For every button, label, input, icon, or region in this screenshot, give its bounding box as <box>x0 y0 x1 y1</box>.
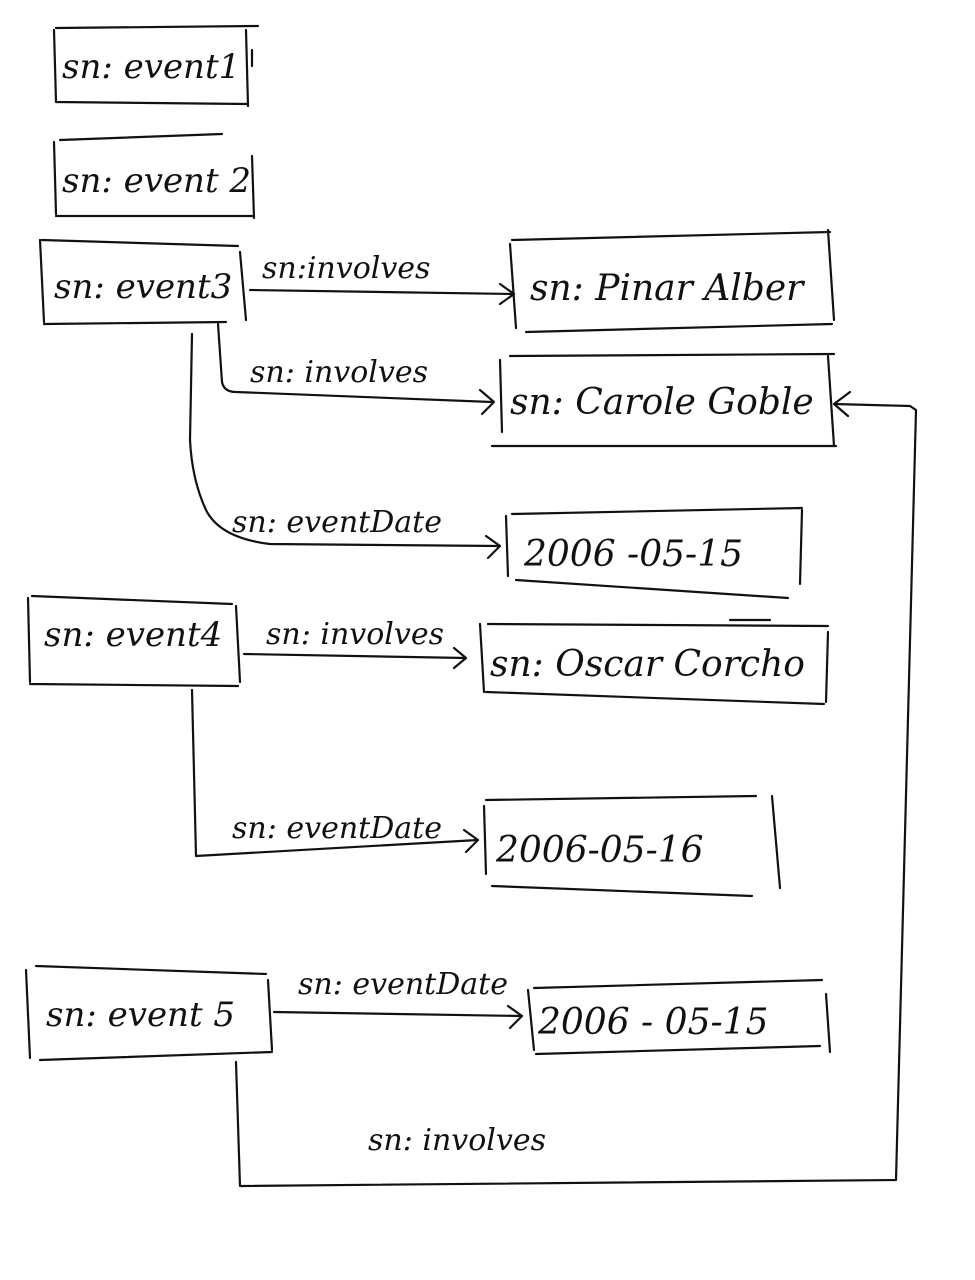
node-pinar-label: sn: Pinar Alber <box>530 268 805 309</box>
node-event1: sn: event1 <box>52 24 260 108</box>
edge-event5-carole: sn: involves <box>234 390 918 1188</box>
node-oscar-label: sn: Oscar Corcho <box>490 644 805 685</box>
node-date4-label: 2006-05-16 <box>495 830 704 871</box>
node-carole: sn: Carole Goble <box>490 352 838 448</box>
edge-event3-carole-label: sn: involves <box>250 355 428 390</box>
node-event3: sn: event3 <box>38 238 248 326</box>
edge-event3-pinar-label: sn:involves <box>262 251 430 286</box>
node-event4-label: sn: event4 <box>44 615 222 655</box>
edge-event5-date5-label: sn: eventDate <box>298 967 508 1002</box>
edge-event4-date4-label: sn: eventDate <box>232 811 442 846</box>
node-date5-label: 2006 - 05-15 <box>537 1002 768 1043</box>
node-event1-label: sn: event1 <box>62 47 240 87</box>
edge-event5-carole-label: sn: involves <box>368 1123 546 1158</box>
node-pinar: sn: Pinar Alber <box>508 228 836 334</box>
node-event2: sn: event 2 <box>52 132 256 220</box>
node-event2-label: sn: event 2 <box>62 161 251 201</box>
node-date3: 2006 -05-15 <box>504 506 804 600</box>
node-oscar: sn: Oscar Corcho <box>478 618 830 706</box>
node-date3-label: 2006 -05-15 <box>523 534 743 575</box>
node-event3-label: sn: event3 <box>54 267 232 307</box>
node-carole-label: sn: Carole Goble <box>510 382 814 423</box>
node-event5-label: sn: event 5 <box>46 995 235 1035</box>
node-event4: sn: event4 <box>26 594 242 688</box>
edge-event4-date4: sn: eventDate <box>190 688 480 858</box>
edge-event4-oscar-label: sn: involves <box>266 617 444 652</box>
node-date5: 2006 - 05-15 <box>526 978 832 1056</box>
node-event5: sn: event 5 <box>24 964 274 1062</box>
edge-event3-date3-label: sn: eventDate <box>232 505 442 540</box>
node-date4: 2006-05-16 <box>482 794 782 898</box>
edge-event3-date3: sn: eventDate <box>188 332 502 560</box>
edge-event4-oscar: sn: involves <box>242 617 468 670</box>
edge-event5-date5: sn: eventDate <box>272 967 524 1030</box>
edge-event3-carole: sn: involves <box>216 322 496 416</box>
edge-event3-pinar: sn:involves <box>248 251 516 306</box>
